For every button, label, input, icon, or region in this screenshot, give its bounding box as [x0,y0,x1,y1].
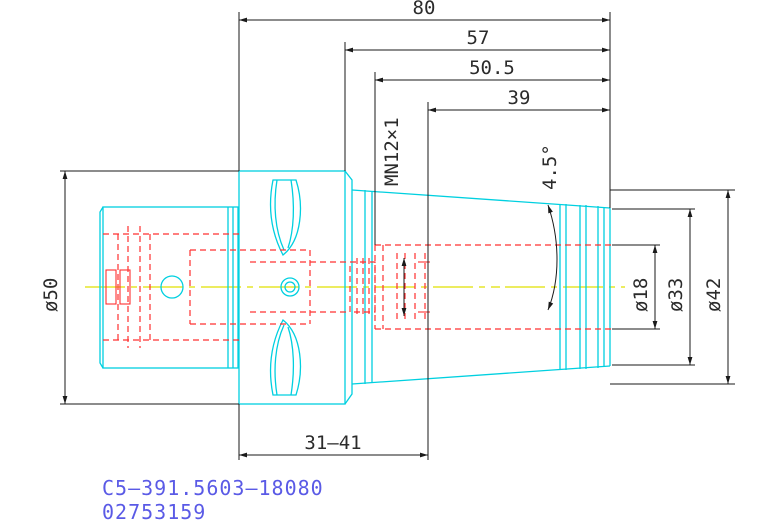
dim-length-39: 39 [508,87,531,109]
dim-dia-33: ø33 [665,278,687,312]
dimension-lines [60,12,735,460]
dim-dia-18: ø18 [630,278,652,312]
dim-length-57: 57 [467,27,490,49]
order-code: C5–391.5603–18080 [102,476,324,500]
hidden-holes [105,261,430,313]
dim-thread: MN12×1 [381,117,403,186]
dim-dia-42: ø42 [703,278,725,312]
dim-length-50-5: 50.5 [469,57,515,79]
item-number: 02753159 [102,500,207,523]
dim-dia-50: ø50 [40,278,62,312]
dim-taper-angle: 4.5° [539,144,561,190]
tool-outline [99,170,611,405]
hidden-lines [103,226,612,348]
dim-overall-length: 80 [413,0,436,19]
dim-clamp-range: 31–41 [304,432,361,454]
